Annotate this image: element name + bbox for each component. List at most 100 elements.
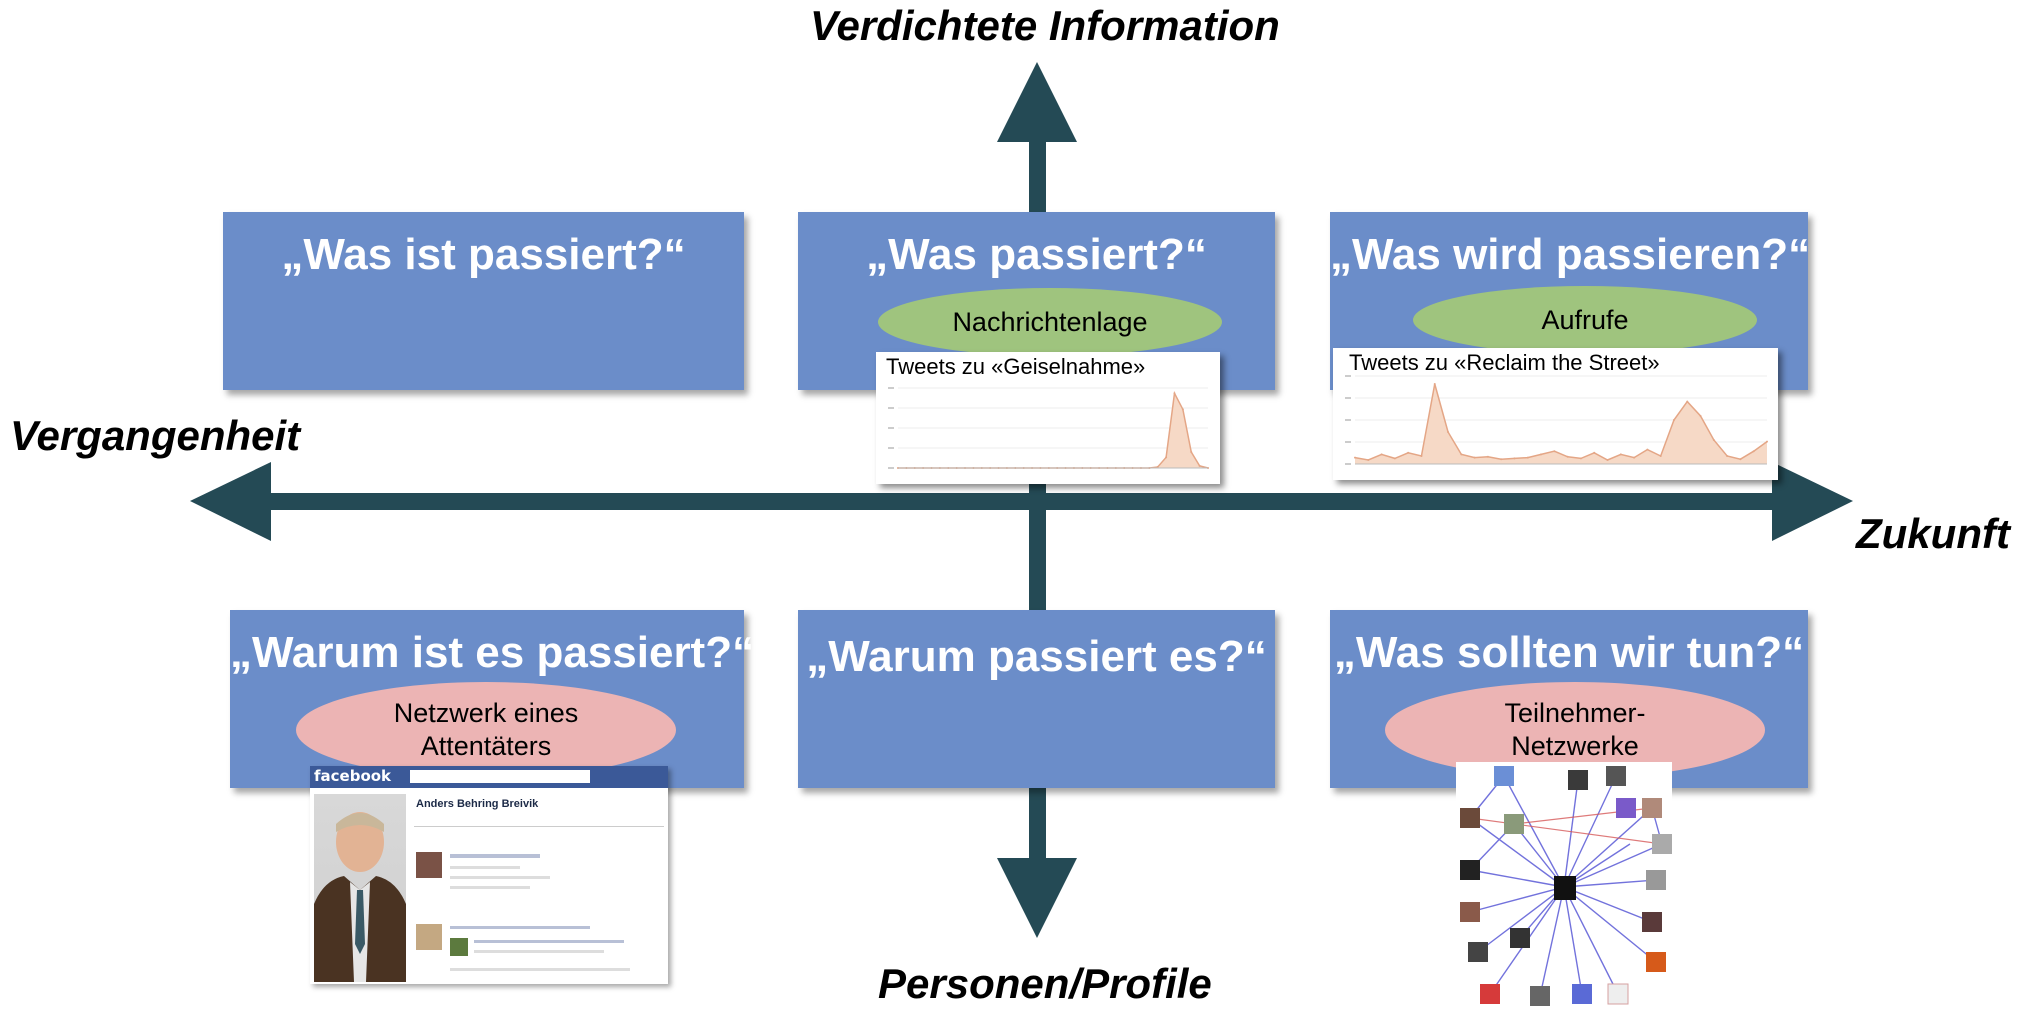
chart-point (1672, 419, 1675, 421)
facebook-post-lines-7 (474, 950, 604, 953)
arrow-down-icon (997, 858, 1077, 938)
facebook-post-lines-6 (474, 940, 624, 943)
chart-y-tick (888, 387, 894, 389)
chart-point (1500, 458, 1503, 461)
facebook-post-lines-4 (450, 886, 530, 889)
chart-reclaim (1345, 375, 1768, 465)
chart-point (1686, 400, 1689, 403)
chart-geiselnahme (888, 387, 1209, 469)
chart-point (1407, 451, 1410, 454)
chart-point (1540, 453, 1543, 456)
chart-point (1473, 456, 1476, 459)
facebook-post-avatar-1 (416, 852, 442, 878)
chart-y-tick (888, 467, 894, 469)
chart-point (1726, 455, 1729, 457)
chart-y-tick (1345, 397, 1351, 399)
chart-point (1198, 464, 1201, 467)
chart-point (1433, 383, 1436, 385)
chart-point (1766, 440, 1768, 443)
chart-point (1646, 448, 1649, 451)
facebook-logo: facebook (314, 767, 392, 785)
network-graph-svg (1460, 766, 1672, 1006)
arrow-up-icon (997, 62, 1077, 142)
facebook-post-lines-5 (450, 926, 590, 929)
chart-point (1367, 459, 1370, 461)
ellipse-netzwerk-attentaeter: Netzwerk eines Attentäters (296, 682, 676, 778)
chart-point (1513, 457, 1516, 460)
chart-point (1173, 392, 1176, 395)
chart-area (898, 393, 1208, 468)
chart-point (1460, 453, 1463, 456)
chart-title-reclaim: Tweets zu «Reclaim the Street» (1349, 350, 1660, 375)
box-future-top-label: „Was wird passieren?“ (1330, 230, 1811, 279)
chart-y-tick (888, 447, 894, 449)
chart-point (1579, 457, 1582, 460)
box-present-bottom-label: „Warum passiert es?“ (806, 632, 1267, 681)
chart-y-tick (888, 427, 894, 429)
chart-point (1752, 450, 1755, 453)
chart-title-geiselnahme: Tweets zu «Geiselnahme» (886, 354, 1146, 379)
chart-y-tick (888, 407, 894, 409)
chart-point (1486, 455, 1489, 458)
axis-label-top: Verdichtete Information (810, 2, 1280, 49)
box-present-top-label: „Was passiert?“ (866, 230, 1207, 279)
facebook-post-lines-8 (450, 968, 630, 971)
chart-series-line (1354, 383, 1768, 461)
chart-point (1526, 456, 1529, 459)
facebook-post-lines-2 (450, 866, 520, 869)
chart-y-tick (1345, 375, 1351, 377)
facebook-divider (414, 826, 664, 827)
horizontal-axis-shaft (230, 493, 1820, 510)
chart-point (1393, 457, 1396, 460)
box-past-top: „Was ist passiert?“ (223, 212, 744, 390)
chart-point (1739, 458, 1742, 461)
facebook-profile-screenshot: facebook Anders Behring Breivik (310, 766, 668, 984)
facebook-post-avatar-2 (416, 924, 442, 950)
facebook-post-lines-3 (450, 876, 550, 879)
chart-point (1633, 456, 1636, 459)
chart-area (1355, 384, 1767, 464)
chart-panel-geiselnahme: Tweets zu «Geiselnahme» (876, 352, 1220, 484)
axis-label-left: Vergangenheit (10, 412, 301, 459)
facebook-profile-photo (314, 794, 406, 982)
chart-point (1190, 451, 1193, 453)
chart-point (1380, 453, 1383, 456)
ellipse-netzwerk-line1: Netzwerk eines (393, 698, 579, 729)
chart-point (1712, 439, 1715, 441)
ellipse-nachrichtenlage: Nachrichtenlage (878, 288, 1222, 356)
box-past-bottom-label: „Warum ist es passiert?“ (230, 628, 755, 677)
ellipse-aufrufe-label: Aufrufe (1541, 304, 1629, 335)
axis-label-bottom: Personen/Profile (878, 960, 1212, 1007)
box-future-bottom-label: „Was sollten wir tun?“ (1333, 628, 1805, 677)
facebook-search-field (410, 770, 590, 783)
facebook-profile-name: Anders Behring Breivik (416, 798, 539, 810)
chart-series-line (898, 390, 1209, 469)
ellipse-teilnehmer-line2: Netzwerke (1511, 731, 1639, 761)
chart-point (1593, 451, 1596, 454)
facebook-post-avatar-3 (450, 938, 468, 956)
arrow-left-icon (190, 462, 271, 541)
facebook-post-lines-1 (450, 854, 540, 858)
chart-point (1165, 456, 1168, 459)
chart-point (1354, 456, 1356, 459)
ellipse-netzwerk-line2: Attentäters (420, 731, 552, 761)
chart-point (1606, 459, 1609, 461)
ellipse-aufrufe: Aufrufe (1413, 286, 1757, 354)
participant-network-graph (1456, 762, 1672, 1008)
ellipse-teilnehmer-line1: Teilnehmer- (1504, 698, 1646, 729)
chart-point (1156, 465, 1159, 468)
chart-point (1420, 455, 1423, 457)
chart-y-tick (1345, 463, 1351, 465)
chart-point (1699, 415, 1702, 417)
chart-point (1659, 455, 1662, 457)
chart-point (1553, 450, 1556, 453)
network-nodes (1460, 766, 1672, 1006)
chart-y-tick (1345, 419, 1351, 421)
chart-point (1447, 431, 1450, 433)
axis-label-right: Zukunft (1856, 510, 2010, 557)
chart-point (1566, 455, 1569, 458)
profile-photo-person (314, 812, 406, 982)
arrow-right-icon (1772, 462, 1853, 541)
box-present-bottom: „Warum passiert es?“ (798, 610, 1275, 788)
